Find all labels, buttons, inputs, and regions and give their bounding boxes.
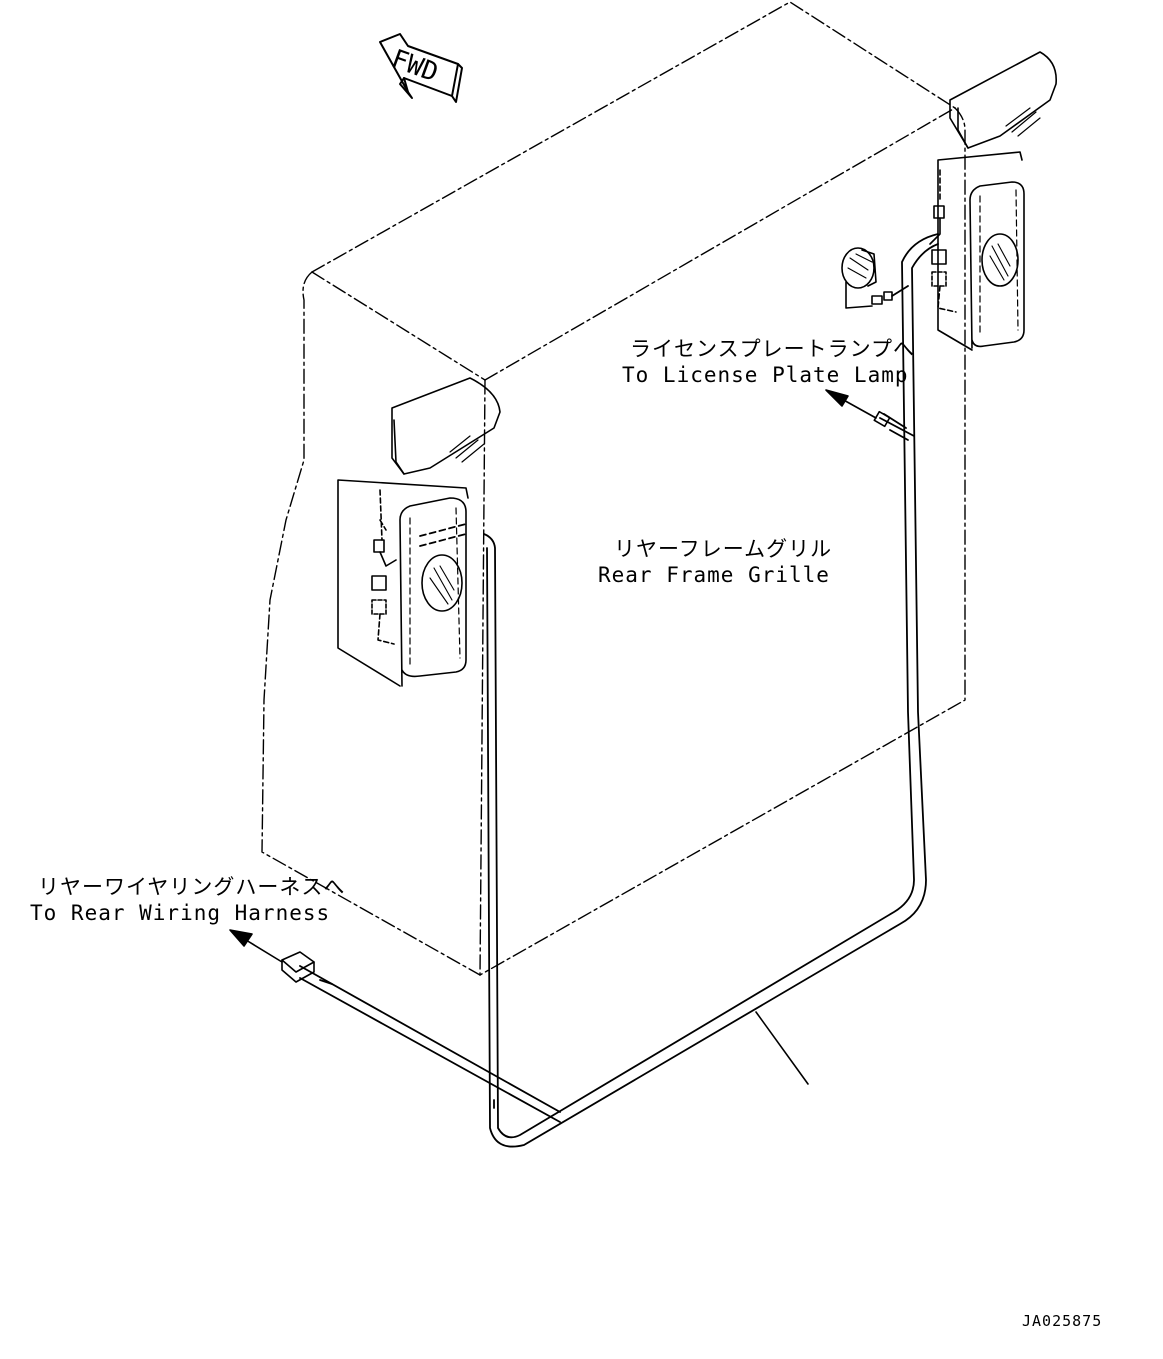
right-rear-lamp — [929, 51, 1057, 351]
connector-to-rear-harness — [229, 929, 315, 983]
rear-frame-grille-outline — [261, 1, 966, 976]
license-plate-lamp-icon — [841, 247, 893, 309]
harness-label-en: To Rear Wiring Harness — [30, 901, 331, 925]
license-lamp-label-en: To License Plate Lamp — [622, 363, 909, 387]
connector-to-license-lamp — [825, 389, 891, 428]
fwd-label: FWD — [388, 44, 442, 88]
grille-leader-line — [755, 1011, 809, 1085]
document-id: JA025875 — [1022, 1312, 1103, 1330]
left-rear-lamp — [337, 377, 501, 687]
grille-label-en: Rear Frame Grille — [598, 563, 830, 587]
grille-label-jp: リヤーフレームグリル — [614, 537, 833, 561]
wiring-harness — [299, 233, 939, 1148]
license-lamp-label-jp: ライセンスプレートランプへ — [630, 337, 915, 361]
harness-label-jp: リヤーワイヤリングハーネスへ — [38, 875, 346, 899]
fwd-arrow-icon: FWD — [379, 33, 463, 103]
